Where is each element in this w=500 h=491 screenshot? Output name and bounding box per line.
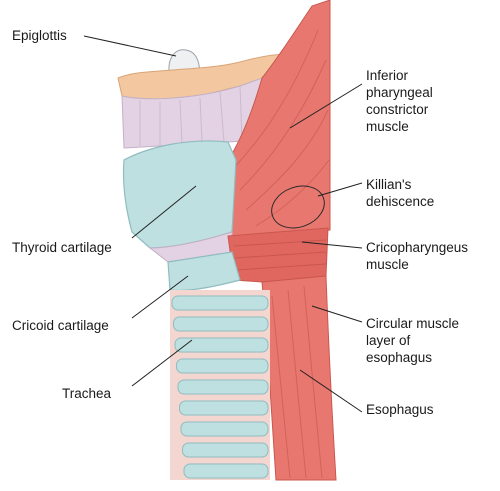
esophagus-fibers bbox=[271, 285, 323, 479]
tracheal-ring bbox=[183, 463, 269, 479]
tracheal-ring bbox=[182, 442, 269, 458]
cricopharyngeus-fibers bbox=[233, 239, 327, 271]
leader-circular bbox=[311, 305, 363, 323]
leader-thyroid bbox=[131, 185, 197, 239]
leader-cricoid bbox=[131, 275, 189, 319]
label-cricoid-cartilage: Cricoid cartilage bbox=[12, 318, 109, 333]
tracheal-rings bbox=[171, 295, 269, 479]
tracheal-ring bbox=[173, 316, 269, 332]
leader-epiglottis bbox=[83, 35, 177, 57]
label-thyroid-cartilage: Thyroid cartilage bbox=[12, 240, 112, 255]
tracheal-ring bbox=[174, 337, 269, 353]
leader-trachea bbox=[131, 339, 193, 387]
label-killians-dehiscence: Killian's dehiscence bbox=[366, 177, 435, 209]
label-inferior-pharyngeal-constrictor: Inferior pharyngeal constrictor muscle bbox=[366, 68, 433, 134]
leader-cricopharyngeus bbox=[301, 241, 363, 249]
leader-esophagus bbox=[299, 369, 363, 413]
killians-dehiscence-marker bbox=[271, 185, 325, 229]
leader-killians bbox=[317, 182, 363, 197]
tracheal-ring bbox=[177, 379, 269, 395]
label-esophagus: Esophagus bbox=[366, 402, 434, 417]
label-trachea: Trachea bbox=[62, 386, 112, 401]
constrictor-fibers bbox=[231, 29, 330, 227]
tracheal-ring bbox=[176, 358, 269, 374]
tracheal-ring bbox=[179, 400, 269, 416]
tracheal-ring bbox=[171, 295, 269, 311]
label-cricopharyngeus-muscle: Cricopharyngeus muscle bbox=[366, 240, 469, 272]
leader-inferior-constrictor bbox=[289, 83, 363, 129]
label-epiglottis: Epiglottis bbox=[12, 28, 67, 43]
thyroid-cartilage-shape bbox=[122, 140, 237, 249]
tracheal-ring bbox=[180, 421, 269, 437]
membrane-lines bbox=[139, 85, 243, 146]
label-circular-muscle-layer: Circular muscle layer of esophagus bbox=[366, 316, 460, 365]
